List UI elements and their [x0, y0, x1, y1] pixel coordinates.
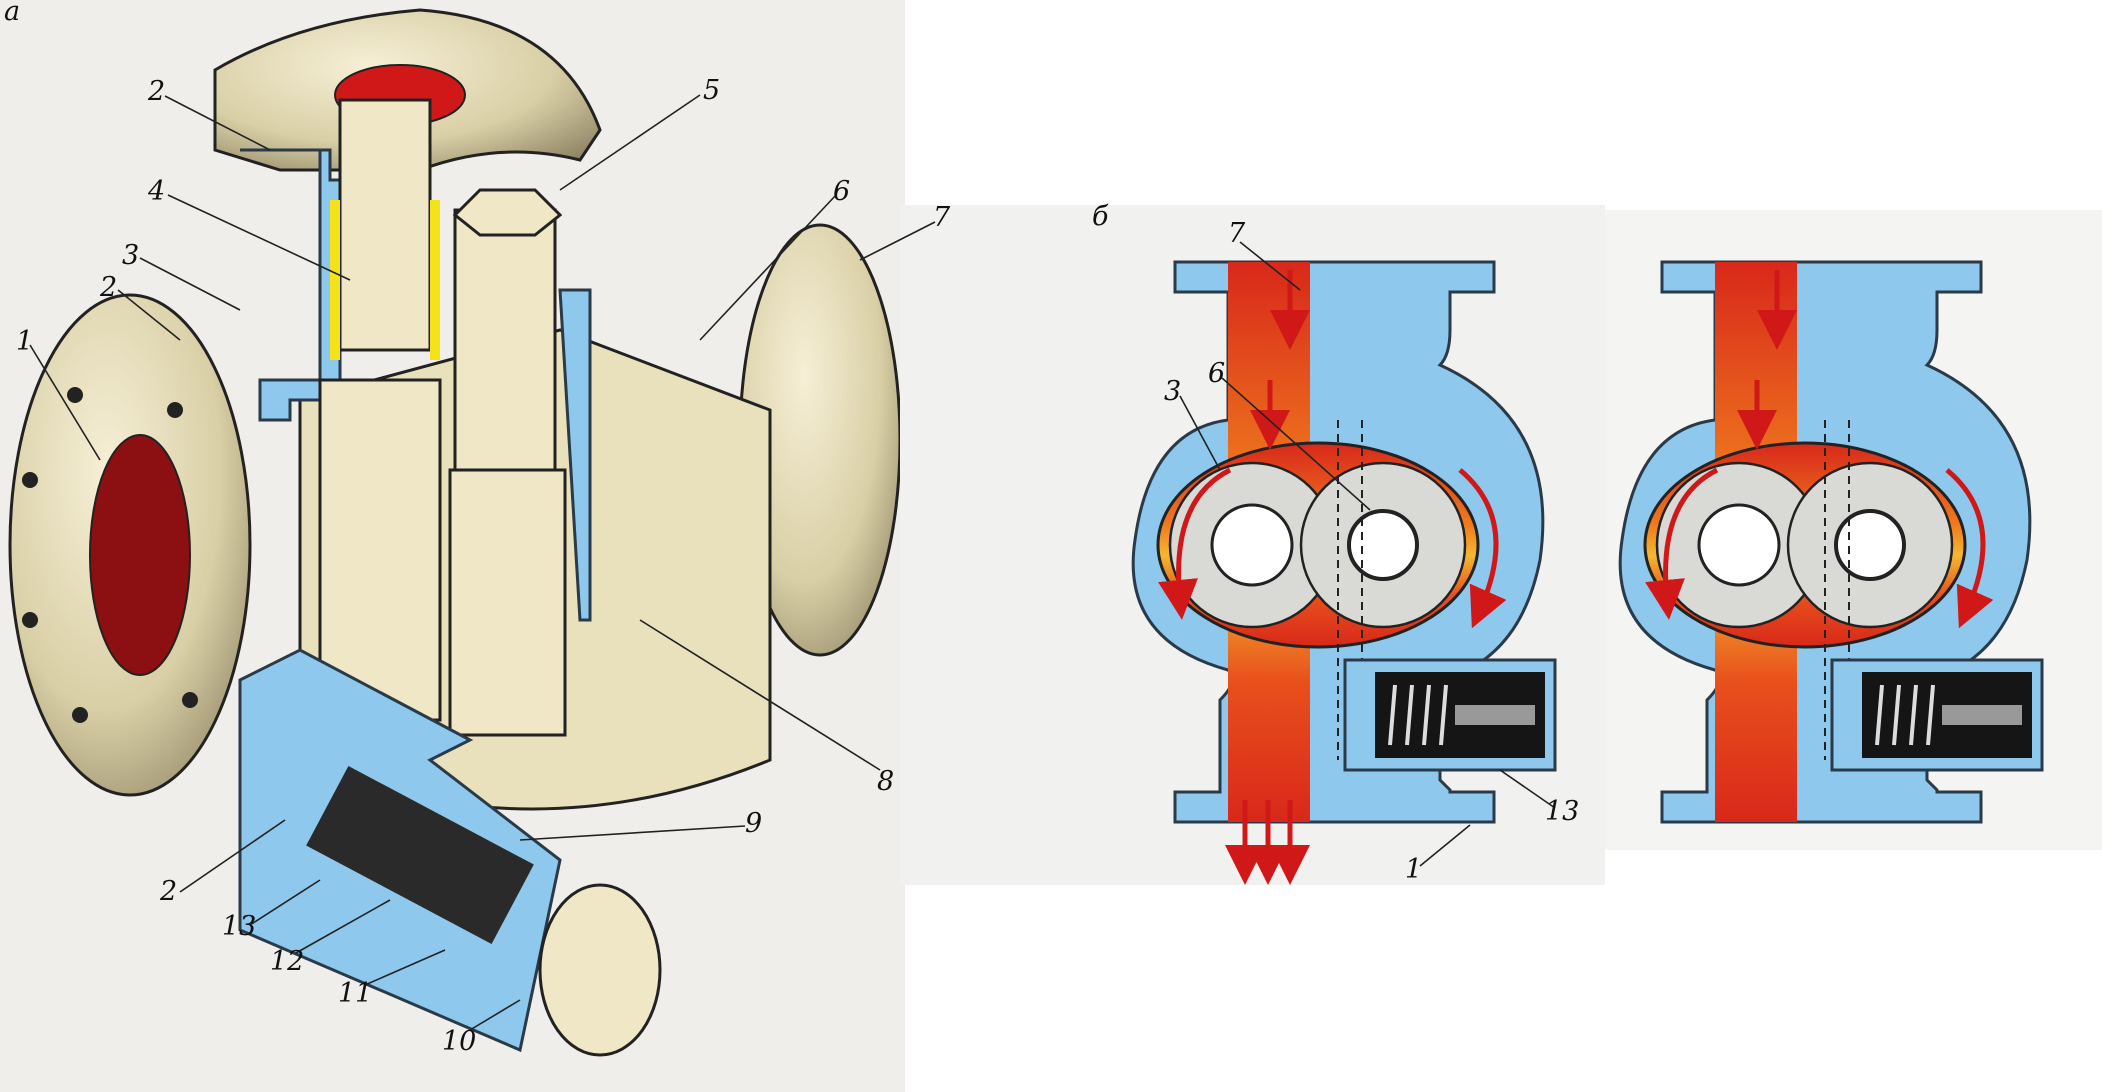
label-2-mid: 2 — [99, 272, 117, 303]
housing-section-right — [558, 288, 592, 622]
label-6: 6 — [833, 176, 850, 207]
panel-b-sections — [900, 205, 2102, 885]
relief-valve-spring — [306, 765, 534, 945]
driven-gear — [448, 468, 567, 737]
panel-a-letter: а — [4, 0, 20, 27]
valve-cap — [538, 883, 662, 1057]
bushing-right — [430, 200, 440, 360]
label-b-1: 1 — [1405, 854, 1422, 885]
label-10: 10 — [442, 1026, 476, 1057]
label-b-7: 7 — [1228, 218, 1246, 249]
bushing-left — [330, 200, 340, 360]
panel-b-labels: б 7 3 6 13 1 — [1092, 201, 1579, 885]
label-2-top: 2 — [147, 76, 165, 107]
panel-a-cutaway — [0, 0, 905, 1092]
label-9: 9 — [745, 808, 762, 839]
label-b-13: 13 — [1545, 796, 1579, 827]
outlet-arrows — [1225, 800, 1310, 885]
label-3: 3 — [122, 240, 139, 271]
driven-shaft — [453, 208, 557, 472]
label-b-6: 6 — [1208, 358, 1225, 389]
label-13: 13 — [222, 911, 256, 942]
label-1: 1 — [16, 326, 33, 357]
panel-a-labels: а 1 2 2 2 3 4 5 6 7 8 9 10 11 12 13 — [4, 0, 951, 1057]
label-b-3: 3 — [1164, 376, 1181, 407]
flange-bolt-holes — [22, 387, 198, 723]
label-8: 8 — [877, 766, 894, 797]
label-5: 5 — [703, 75, 720, 106]
label-7: 7 — [933, 202, 951, 233]
inlet-port — [89, 434, 191, 676]
label-2-bottom: 2 — [159, 876, 177, 907]
label-12: 12 — [270, 946, 304, 977]
hex-plug — [452, 188, 563, 237]
panel-b-letter: б — [1092, 201, 1109, 232]
label-11: 11 — [338, 978, 372, 1009]
drive-shaft — [338, 98, 432, 352]
label-4: 4 — [147, 176, 165, 207]
leader-lines — [29, 94, 1556, 1031]
